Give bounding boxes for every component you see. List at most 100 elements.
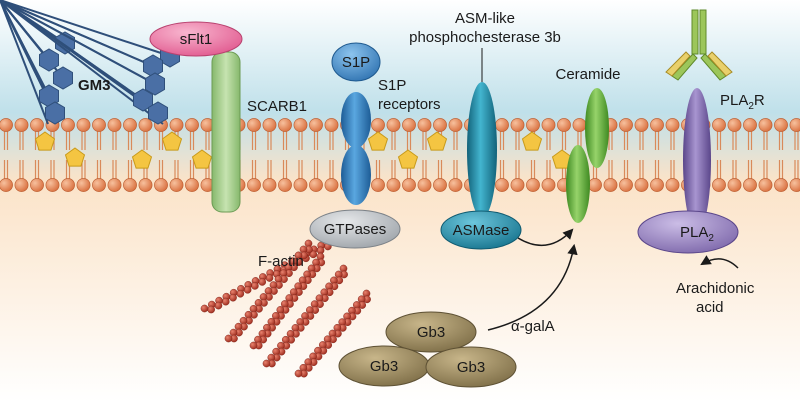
actin-bead (258, 278, 267, 286)
cholesterol-pentagon (191, 149, 213, 169)
actin-bead (243, 286, 252, 294)
actin-bead (229, 293, 237, 302)
lipid-head (309, 118, 323, 132)
cholesterol-pentagon (397, 149, 419, 169)
lipid-head (324, 118, 339, 132)
asmase-label: ASMase (453, 222, 510, 239)
s1p-receptor-upper (341, 92, 371, 148)
lipid-head (417, 178, 432, 192)
gb3-left-label: Gb3 (370, 358, 398, 375)
asm-like-label-line2: phosphochesterase 3b (409, 29, 561, 46)
lipid-head (665, 178, 680, 192)
lipid-head (123, 118, 137, 132)
sflt1-label: sFlt1 (180, 31, 213, 48)
antibody-arm-right-light (707, 51, 733, 77)
lipid-head (572, 118, 587, 132)
lipid-head (712, 118, 726, 132)
gm3-link (0, 0, 156, 85)
lipid-head (278, 118, 292, 132)
gm3-glycolipid-left (0, 0, 75, 125)
actin-bead (262, 359, 271, 368)
f-actin-label: F-actin (258, 253, 304, 270)
gm3-sugar (145, 72, 165, 96)
lipid-head (526, 118, 540, 132)
lipid-head (743, 178, 757, 192)
antibody (665, 9, 733, 81)
lipid-head (386, 118, 401, 132)
lipid-head (712, 178, 726, 192)
lipid-head (402, 178, 416, 192)
cholesterol-molecules (34, 131, 573, 169)
asmase-to-ceramide-arrow (517, 228, 574, 247)
lipid-head (789, 178, 800, 192)
pla2-to-arachidonic-arrow (700, 255, 739, 269)
f-actin-filament (224, 239, 313, 343)
scarb1-label: SCARB1 (247, 98, 307, 115)
lipid-head (433, 118, 447, 132)
lipid-head (371, 178, 385, 192)
cholesterol-pentagon (64, 147, 86, 167)
lipid-head (14, 178, 29, 192)
lipid-head (541, 178, 556, 192)
asm-like-label-line1: ASM-like (455, 10, 515, 27)
actin-bead (200, 304, 209, 313)
lipid-head (495, 178, 509, 192)
lipid-head (247, 118, 261, 132)
lipid-head (185, 178, 199, 192)
lipid-head (30, 118, 44, 132)
antibody-stem-right (699, 9, 707, 55)
cholesterol-pentagon (367, 131, 389, 151)
gm3-glycolipid-right (0, 0, 180, 125)
scarb1-receptor (211, 51, 241, 213)
s1p-receptors-label-line2: receptors (378, 96, 441, 113)
lipid-head (727, 178, 742, 192)
lipid-head (634, 118, 649, 132)
lipid-head (92, 178, 106, 192)
lipid-head (774, 178, 788, 192)
lipid-head (0, 178, 13, 192)
lipid-head (61, 178, 75, 192)
gb3-top-label: Gb3 (417, 324, 445, 341)
actin-bead (249, 341, 258, 350)
lipid-head (650, 178, 664, 192)
actin-bead (251, 282, 259, 290)
lipid-head (650, 118, 664, 132)
gb3-to-ceramide-arrow (487, 243, 578, 331)
lipid-head (774, 118, 788, 132)
lipid-head (603, 178, 618, 192)
sflt1-protein (149, 21, 243, 57)
gm3-label: GM3 (78, 77, 111, 94)
lipid-head (510, 118, 525, 132)
lipid-head (169, 178, 184, 192)
cholesterol-pentagon (521, 131, 543, 151)
pla2r-label: PLA2R (720, 92, 765, 112)
gtpases (309, 209, 401, 249)
lipid-head (123, 178, 137, 192)
pla2-label: PLA2 (680, 224, 714, 244)
lipid-head (433, 178, 447, 192)
lipid-head (61, 118, 75, 132)
gm3-link (0, 0, 171, 57)
s1p-ligand (331, 42, 381, 82)
lipid-head (448, 178, 463, 192)
alpha-gala-label: α-galA (511, 318, 555, 335)
cholesterol-pentagon (34, 131, 56, 151)
lipid-head (278, 178, 292, 192)
gm3-sugar (53, 66, 73, 90)
lipid-head (154, 178, 168, 192)
lipid-head (371, 118, 385, 132)
actin-bead (221, 297, 230, 306)
s1p-ligand-label: S1P (342, 54, 370, 71)
lipid-head (402, 118, 416, 132)
lipid-head (619, 118, 633, 132)
lipid-head (743, 118, 757, 132)
lipid-head (417, 118, 432, 132)
s1p-receptor-lower (341, 145, 371, 205)
lipid-head (309, 178, 323, 192)
actin-bead (224, 334, 233, 343)
lipid-head (541, 118, 556, 132)
arachidonic-label-line2: acid (696, 299, 724, 316)
lipid-head (495, 118, 509, 132)
cholesterol-pentagon (426, 131, 448, 151)
antibody-stem-left (691, 9, 699, 55)
